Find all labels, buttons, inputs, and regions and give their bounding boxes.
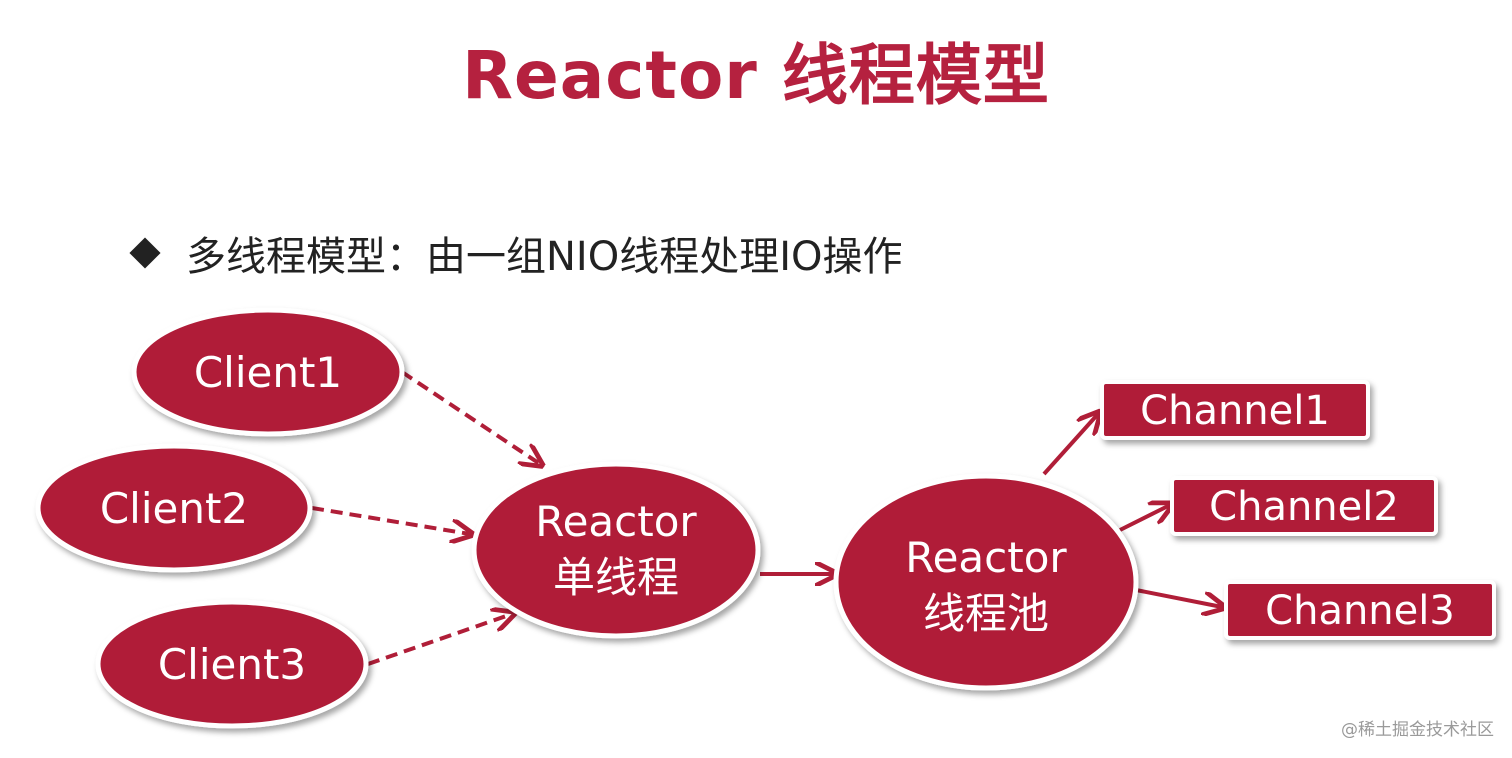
arrow-pool-channel3: [1135, 588, 1222, 607]
reactor-single-label-line1: Reactor: [535, 497, 697, 546]
client-node-2: Client2: [35, 443, 313, 573]
channel-label-3: Channel3: [1265, 588, 1455, 634]
channel-label-1: Channel1: [1140, 388, 1330, 434]
client-label-1: Client1: [194, 348, 342, 397]
reactor-pool-label-line2: 线程池: [923, 589, 1049, 638]
channel-label-2: Channel2: [1209, 484, 1399, 530]
watermark: @稀土掘金技术社区: [1341, 720, 1494, 740]
client-node-3: Client3: [95, 599, 369, 729]
channel-node-2: Channel2: [1170, 476, 1438, 536]
subtitle: 多线程模型：由一组NIO线程处理IO操作: [128, 224, 902, 282]
slide-title: Reactor 线程模型: [462, 37, 1050, 114]
reactor-pool-label-line1: Reactor: [905, 533, 1067, 582]
client-label-2: Client2: [100, 484, 248, 533]
channel-node-3: Channel3: [1224, 580, 1496, 640]
arrow-pool-channel2: [1119, 505, 1170, 532]
subtitle-text: 多线程模型：由一组NIO线程处理IO操作: [186, 234, 903, 280]
reactor-single-label-line2: 单线程: [553, 553, 679, 602]
arrow-client3-reactor: [367, 614, 512, 666]
arrow-pool-channel1: [1042, 414, 1098, 476]
client-label-3: Client3: [158, 640, 306, 689]
client-node-1: Client1: [131, 307, 405, 437]
arrow-client1-reactor: [400, 370, 540, 464]
arrow-client2-reactor: [311, 506, 470, 534]
channel-node-1: Channel1: [1100, 380, 1370, 440]
reactor-thread-pool-node: Reactor 线程池: [833, 473, 1139, 691]
reactor-single-thread-node: Reactor 单线程: [471, 461, 761, 639]
